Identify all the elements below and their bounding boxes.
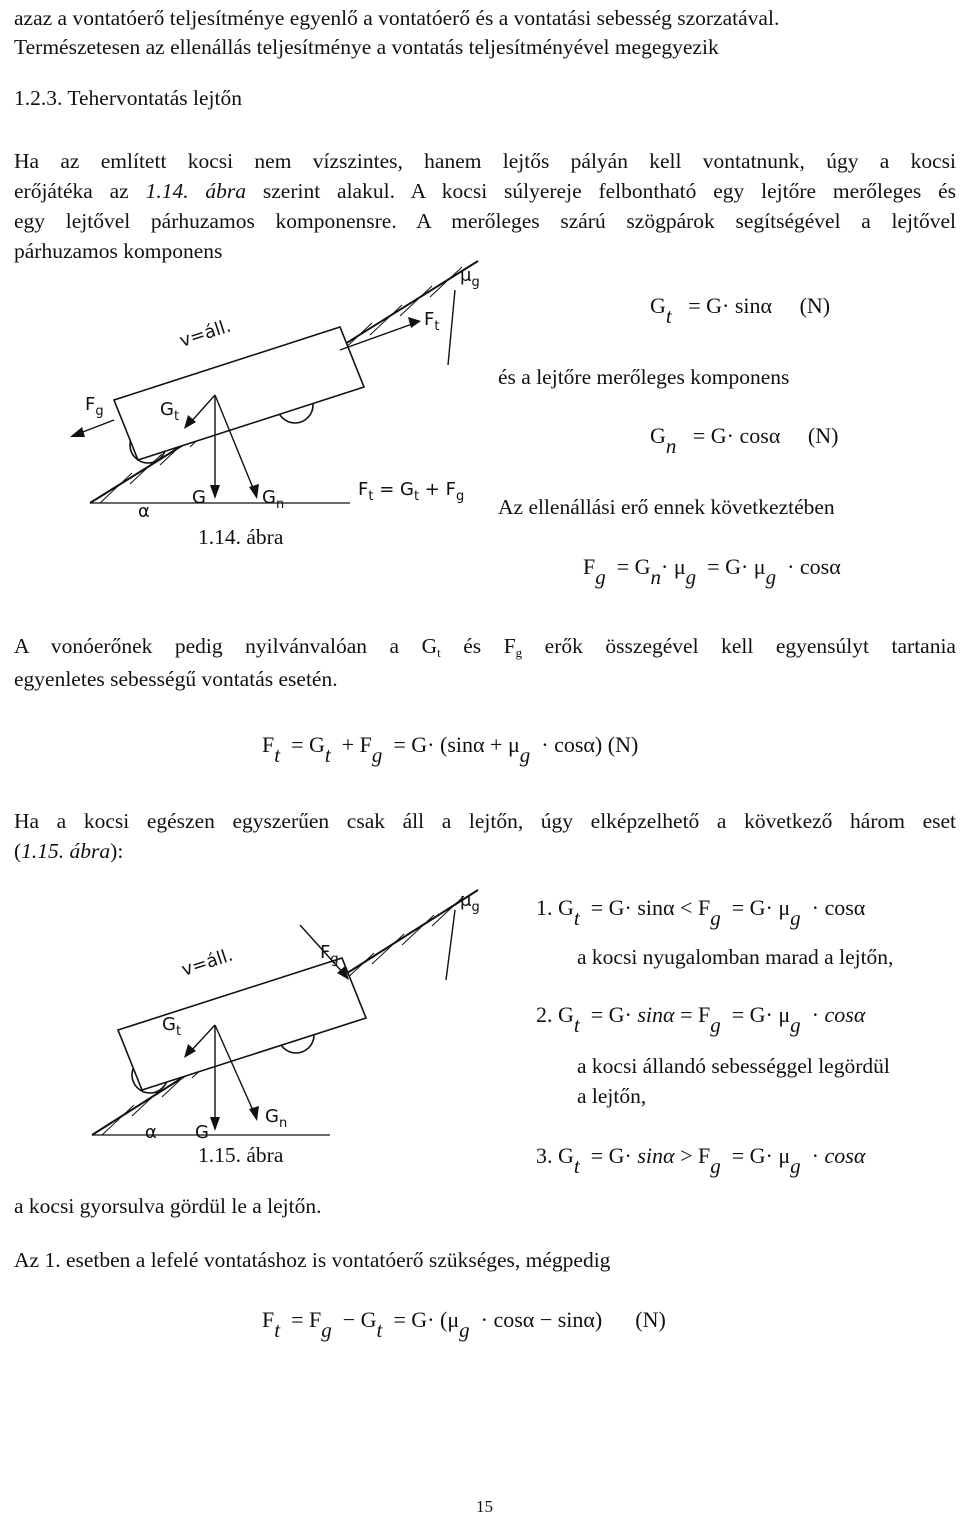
- traction-force-line: [339, 322, 416, 351]
- figure-1-14-caption: 1.14. ábra: [198, 525, 284, 549]
- paragraph-2: A vonóerőnek pedig nyilvánvalóan a Gt és…: [14, 631, 956, 694]
- resistance-force-label: Fg: [85, 394, 104, 419]
- text-perpendicular-component: és a lejtőre merőleges komponens: [498, 365, 790, 389]
- paragraph-2-line-1: A vonóerőnek pedig nyilvánvalóan a Gt és…: [14, 634, 956, 660]
- normal-force-line: [214, 394, 256, 494]
- parallel-force-label: Gt: [162, 1014, 181, 1039]
- weight-force-label: G: [192, 487, 206, 508]
- normal-arrowhead: [249, 1106, 259, 1121]
- paragraph-3: Ha a kocsi egészen egyszerűen csak áll a…: [14, 806, 956, 866]
- case-1-description: a kocsi nyugalomban marad a lejtőn,: [577, 945, 894, 969]
- equation-normal-component: Gn = G· cosα (N): [650, 423, 839, 458]
- normal-arrowhead: [249, 484, 259, 499]
- cart-body: [116, 957, 368, 1091]
- force-balance-formula: Ft = Gt + Fg: [358, 479, 464, 504]
- page-number: 15: [476, 1497, 493, 1516]
- paragraph-1-line-2: erőjátéka az 1.14. ábra szerint alakul. …: [14, 179, 956, 203]
- friction-coefficient-label: μg: [460, 265, 480, 290]
- paragraph-3-line-2: (1.15. ábra):: [14, 839, 124, 863]
- normal-force-label: Gn: [262, 487, 284, 512]
- case-2-description-line-1: a kocsi állandó sebességgel legördül: [577, 1054, 890, 1078]
- parallel-force-line: [189, 394, 216, 424]
- resistance-arrowhead: [70, 427, 85, 437]
- weight-force-label: G: [195, 1122, 209, 1143]
- parallel-force-line: [189, 1024, 216, 1053]
- paragraph-1: Ha az említett kocsi nem vízszintes, han…: [14, 146, 956, 266]
- resistance-arrowhead: [337, 966, 349, 980]
- figure-1-15-caption: 1.15. ábra: [198, 1143, 284, 1167]
- equation-resistance-force: Fg = Gn· μg = G· μg · cosα: [583, 554, 841, 589]
- case-1-equation: 1. Gt = G· sinα < Fg = G· μg · cosα: [536, 895, 866, 930]
- friction-coefficient-leader: [445, 909, 456, 981]
- parallel-arrowhead: [184, 1044, 196, 1058]
- paragraph-3-line-1: Ha a kocsi egészen egyszerűen csak áll a…: [14, 809, 956, 833]
- slope-angle-label: α: [145, 1122, 157, 1143]
- case-2-description-line-2: a lejtőn,: [577, 1084, 647, 1108]
- cart-body: [112, 326, 366, 461]
- equation-parallel-component: Gt = G· sinα (N): [650, 293, 831, 328]
- text-accelerating-case: a kocsi gyorsulva gördül le a lejtőn.: [14, 1194, 322, 1218]
- intro-line-2: Természetesen az ellenállás teljesítmény…: [14, 35, 719, 59]
- paragraph-1-line-1: Ha az említett kocsi nem vízszintes, han…: [14, 149, 956, 173]
- equation-downhill-traction: Ft = Fg − Gt = G· (μg · cosα − sinα) (N): [262, 1307, 666, 1342]
- paragraph-1-line-3: egy lejtővel párhuzamos komponensre. A m…: [14, 209, 956, 233]
- equation-traction-force: Ft = Gt + Fg = G· (sinα + μg · cosα) (N): [262, 732, 639, 767]
- text-resistance-force: Az ellenállási erő ennek következtében: [498, 495, 835, 519]
- friction-coefficient-leader: [447, 289, 456, 366]
- intro-line-1: azaz a vontatóerő teljesítménye egyenlő …: [14, 6, 780, 30]
- friction-coefficient-label: μg: [460, 890, 480, 915]
- paragraph-1-line-4: párhuzamos komponens: [14, 239, 223, 263]
- parallel-force-label: Gt: [160, 399, 179, 424]
- paragraph-2-line-2: egyenletes sebességű vontatás esetén.: [14, 667, 338, 691]
- case-3-equation: 3. Gt = G· sinα > Fg = G· μg · cosα: [536, 1143, 866, 1178]
- traction-force-label: Ft: [424, 309, 439, 334]
- parallel-arrowhead: [184, 415, 196, 429]
- figure-1-15-diagram: v=áll. Fg μg Gt α G Gn: [91, 889, 480, 1143]
- normal-force-line: [214, 1024, 256, 1116]
- slope-angle-label: α: [138, 501, 150, 522]
- resistance-force-line: [299, 924, 346, 976]
- figure-reference: 1.14. ábra: [145, 179, 247, 203]
- figure-1-14-diagram: v=áll. Ft μg Fg Gt α G Gn Ft = Gt + Fg: [70, 260, 480, 522]
- traction-arrowhead: [408, 317, 421, 328]
- weight-arrowhead: [210, 485, 220, 499]
- velocity-label: v=áll.: [177, 316, 233, 352]
- case-2-equation: 2. Gt = G· sinα = Fg = G· μg · cosα: [536, 1002, 866, 1037]
- weight-arrowhead: [210, 1117, 220, 1131]
- section-heading: 1.2.3. Tehervontatás lejtőn: [14, 86, 242, 110]
- text-case-1-traction: Az 1. esetben a lefelé vontatáshoz is vo…: [14, 1248, 611, 1272]
- resistance-force-label: Fg: [320, 942, 339, 967]
- figure-reference: 1.15. ábra: [21, 839, 111, 863]
- velocity-label: v=áll.: [179, 945, 235, 981]
- normal-force-label: Gn: [265, 1106, 287, 1131]
